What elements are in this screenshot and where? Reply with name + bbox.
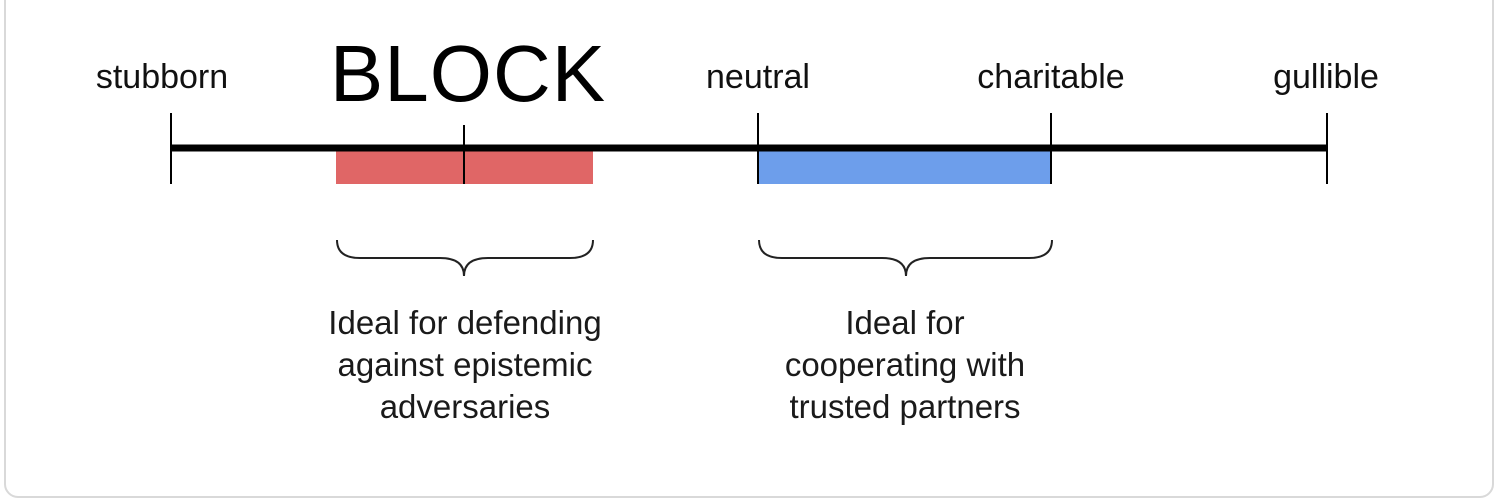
caption-cooperating-line-3: trusted partners bbox=[789, 388, 1021, 425]
tick-label-stubborn: stubborn bbox=[95, 58, 229, 96]
brace-defending bbox=[336, 239, 594, 277]
tick-label-charitable: charitable bbox=[977, 58, 1125, 96]
brace-cooperating bbox=[758, 239, 1053, 277]
caption-cooperating-line-2: cooperating with bbox=[784, 346, 1026, 383]
tick-label-gullible: gullible bbox=[1273, 58, 1379, 96]
caption-cooperating-line-1: Ideal for bbox=[845, 304, 965, 341]
tick-label-neutral: neutral bbox=[706, 58, 810, 96]
caption-defending-line-3: adversaries bbox=[379, 388, 551, 425]
block-label: BLOCK bbox=[329, 29, 607, 118]
caption-cooperating: Ideal for cooperating with trusted partn… bbox=[725, 302, 1085, 428]
caption-defending-line-2: against epistemic bbox=[337, 346, 593, 383]
region-cooperating-bar bbox=[759, 150, 1052, 184]
diagram-frame bbox=[4, 0, 1494, 498]
caption-defending: Ideal for defending against epistemic ad… bbox=[285, 302, 645, 428]
caption-defending-line-1: Ideal for defending bbox=[328, 304, 602, 341]
